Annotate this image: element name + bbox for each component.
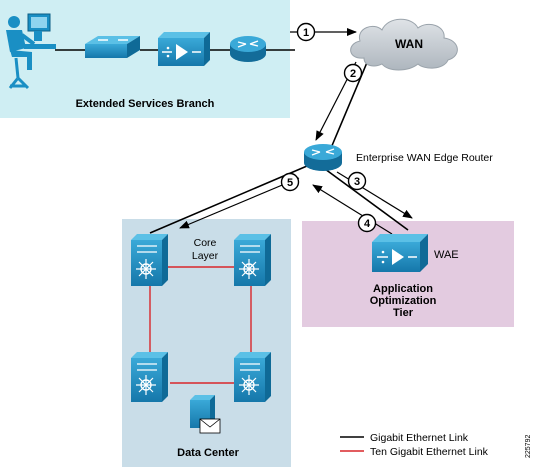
access-switch-2	[234, 352, 271, 402]
step-5-marker: 5	[280, 172, 300, 192]
legend: Gigabit Ethernet Link Ten Gigabit Ethern…	[340, 432, 489, 458]
step-1-label: 1	[303, 27, 309, 39]
core-switch-1	[131, 234, 168, 286]
step-2-marker: 2	[343, 63, 363, 83]
edge-router-label: Enterprise WAN Edge Router	[356, 152, 493, 164]
step-4-label: 4	[364, 218, 371, 230]
data-center-label: Data Center	[177, 447, 239, 459]
access-switch-1	[131, 352, 168, 402]
tier-label-line1: Application	[373, 283, 433, 295]
step-5-label: 5	[287, 177, 293, 189]
wan-label: WAN	[395, 37, 423, 51]
step-3-label: 3	[354, 176, 360, 188]
wan-cloud-icon: WAN	[350, 18, 458, 71]
flow-arrow-4	[312, 184, 393, 235]
legend-ten-gigabit-label: Ten Gigabit Ethernet Link	[370, 446, 489, 458]
legend-gigabit-label: Gigabit Ethernet Link	[370, 432, 469, 444]
server-icon	[190, 395, 221, 434]
wae-label: WAE	[434, 249, 459, 261]
edge-router-icon	[304, 144, 342, 171]
core-switch-2	[234, 234, 271, 286]
router-icon	[230, 36, 266, 62]
wae-appliance-icon	[158, 32, 210, 66]
step-3-marker: 3	[347, 171, 367, 191]
core-label-line1: Core	[194, 237, 217, 249]
multilayer-switch-icon	[131, 234, 271, 402]
tier-label-line2: Optimization	[370, 295, 437, 307]
figure-id: 225792	[525, 435, 532, 458]
step-2-label: 2	[350, 68, 356, 80]
gigabit-links	[55, 49, 409, 234]
tier-wae-appliance-icon	[372, 234, 428, 272]
step-1-marker: 1	[296, 22, 316, 42]
user-workstation-icon	[6, 13, 56, 90]
flow-arrow-5	[179, 177, 300, 229]
step-4-marker: 4	[357, 213, 377, 233]
switch-icon	[85, 36, 140, 58]
tier-label-line3: Tier	[393, 307, 414, 319]
core-label-line2: Layer	[192, 250, 219, 262]
branch-label: Extended Services Branch	[76, 98, 215, 110]
